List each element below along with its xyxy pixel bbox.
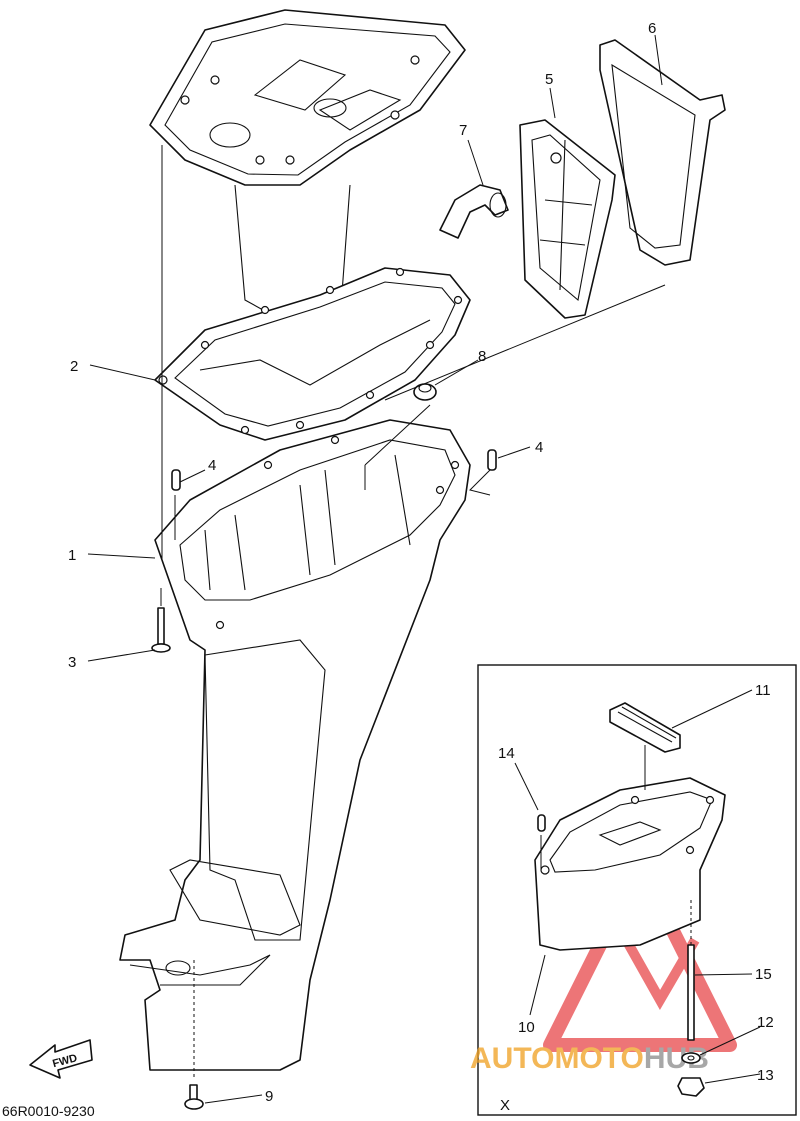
callout-3: 3 <box>68 654 76 671</box>
callout-8: 8 <box>478 348 486 365</box>
upper-casing-1 <box>119 419 471 1071</box>
dowel-pin-left-4 <box>171 469 181 491</box>
callout-4-left: 4 <box>208 457 216 474</box>
assembly-guide-lines <box>160 145 666 1080</box>
screen-5 <box>519 119 616 319</box>
callout-leaders <box>87 34 761 1104</box>
callout-12: 12 <box>757 1014 774 1031</box>
watermark: AUTOMOTOHUB <box>470 858 737 1075</box>
hose-7 <box>439 184 509 239</box>
seal-6 <box>599 39 726 266</box>
forward-arrow-icon: FWD <box>29 1039 93 1079</box>
callout-15: 15 <box>755 966 772 983</box>
bolt-9 <box>184 1084 204 1110</box>
pin-14 <box>537 814 546 870</box>
callout-13: 13 <box>757 1067 774 1084</box>
stud-15 <box>687 900 695 1041</box>
callout-2: 2 <box>70 358 78 375</box>
detail-box-x: X AUTOMOTOHUB <box>470 664 797 1116</box>
diagram-code: 66R0010-9230 <box>2 1103 95 1119</box>
gasket-2 <box>154 267 471 441</box>
callout-1: 1 <box>68 547 76 564</box>
seal-11 <box>609 702 681 753</box>
callout-4-right: 4 <box>535 439 543 456</box>
callout-numbers: 1 2 3 4 4 5 6 7 8 9 10 11 12 13 14 15 <box>68 20 774 1105</box>
dowel-pin-right-4 <box>487 449 497 471</box>
callout-9: 9 <box>265 1088 273 1105</box>
callout-10: 10 <box>518 1019 535 1036</box>
callout-6: 6 <box>648 20 656 37</box>
nut-13 <box>677 1077 705 1097</box>
callout-5: 5 <box>545 71 553 88</box>
exhaust-guide-plate <box>149 9 466 326</box>
callout-7: 7 <box>459 122 467 139</box>
callout-11: 11 <box>755 682 771 699</box>
extension-10 <box>534 777 726 951</box>
callout-14: 14 <box>498 745 515 762</box>
bolt-3 <box>151 607 171 653</box>
washer-12 <box>681 1052 701 1064</box>
watermark-text: AUTOMOTOHUB <box>470 1042 709 1075</box>
detail-label: X <box>500 1097 510 1114</box>
